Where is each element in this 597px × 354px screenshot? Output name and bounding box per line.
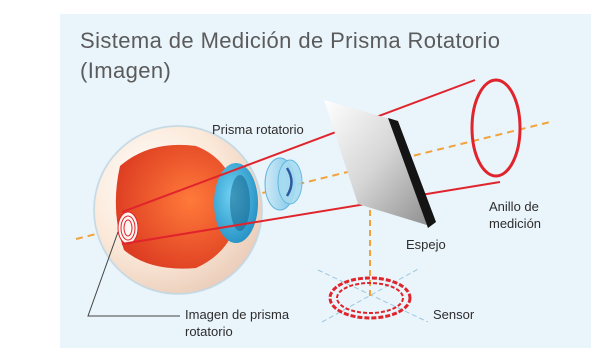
label-measurement-ring-line1: Anillo de [489,199,539,214]
measurement-ring [470,78,522,178]
mirror [324,100,436,228]
label-measurement-ring-line2: medición [489,216,542,231]
label-sensor: Sensor [433,307,475,322]
label-mirror: Espejo [406,237,446,252]
sensor-axis-vertical [321,267,421,323]
eye-illustration [93,125,263,295]
prism-image-leader [87,231,180,317]
measurement-beams [121,79,501,245]
optical-axis-dashed [75,121,551,240]
label-prism-image-line1: Imagen de prisma [185,307,290,322]
title-line-2: (Imagen) [80,58,172,83]
label-measurement-ring: Anillo de medición [489,198,541,232]
retinal-prism-image [117,211,139,245]
diagram-title: Sistema de Medición de Prisma Rotatorio … [80,26,580,86]
sensor-axis-horizontal [317,269,429,323]
label-rotary-prism: Prisma rotatorio [212,122,304,137]
rotary-prism [264,157,303,211]
label-prism-image: Imagen de prisma rotatorio [185,306,289,340]
title-line-1: Sistema de Medición de Prisma Rotatorio [80,28,501,53]
label-prism-image-line2: rotatorio [185,324,233,339]
sensor-ring [328,276,412,320]
